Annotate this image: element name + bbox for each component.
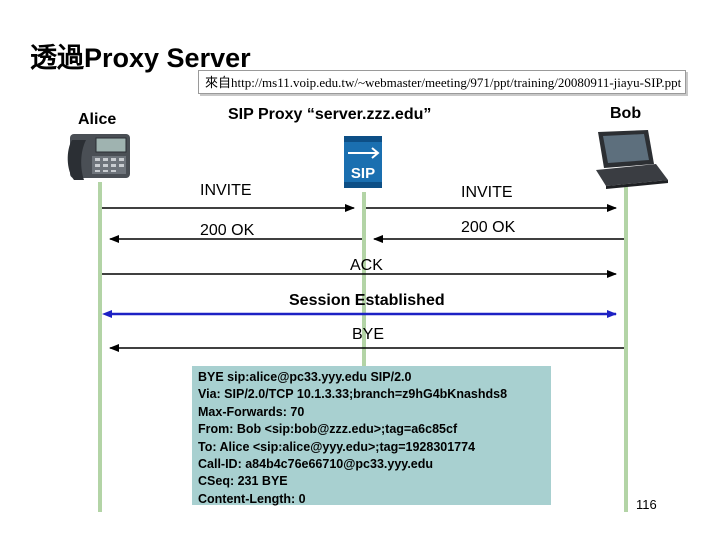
bye-line: BYE sip:alice@pc33.yyy.edu SIP/2.0 [198, 370, 412, 384]
session-label: Session Established [289, 292, 445, 309]
bye-line: To: Alice <sip:alice@yyy.edu>;tag=192830… [198, 439, 476, 454]
bye-line: From: Bob <sip:bob@zzz.edu>;tag=a6c85cf [198, 422, 458, 437]
proxy-label: SIP Proxy “server.zzz.edu” [228, 106, 432, 123]
invite-label-1: INVITE [200, 182, 252, 199]
ok-label-1: 200 OK [200, 222, 255, 239]
bye-line: Call-ID: a84b4c76e66710@pc33.yyy.edu [198, 457, 434, 472]
laptop-icon [596, 130, 668, 189]
source-citation: 來自http://ms11.voip.edu.tw/~webmaster/mee… [198, 70, 686, 94]
bye-line: Via: SIP/2.0/TCP 10.1.3.33;branch=z9hG4b… [198, 387, 508, 402]
ack-label: ACK [350, 257, 383, 274]
invite-label-2: INVITE [461, 184, 513, 201]
phone-icon [67, 134, 130, 180]
bye-line: Max-Forwards: 70 [198, 404, 305, 419]
ok-label-2: 200 OK [461, 219, 516, 236]
bye-line: CSeq: 231 BYE [198, 474, 288, 489]
page-title: 透過Proxy Server [30, 43, 251, 73]
alice-label: Alice [78, 111, 117, 128]
page-number: 116 [636, 497, 657, 512]
bob-label: Bob [610, 105, 642, 122]
sip-logo-text: SIP [351, 165, 375, 182]
bye-label: BYE [352, 326, 385, 343]
session-arrow-head-left [102, 310, 112, 318]
bye-message-box: BYE sip:alice@pc33.yyy.edu SIP/2.0 Via: … [192, 366, 551, 506]
server-icon [344, 136, 382, 188]
bye-line: Content-Length: 0 [198, 491, 306, 506]
